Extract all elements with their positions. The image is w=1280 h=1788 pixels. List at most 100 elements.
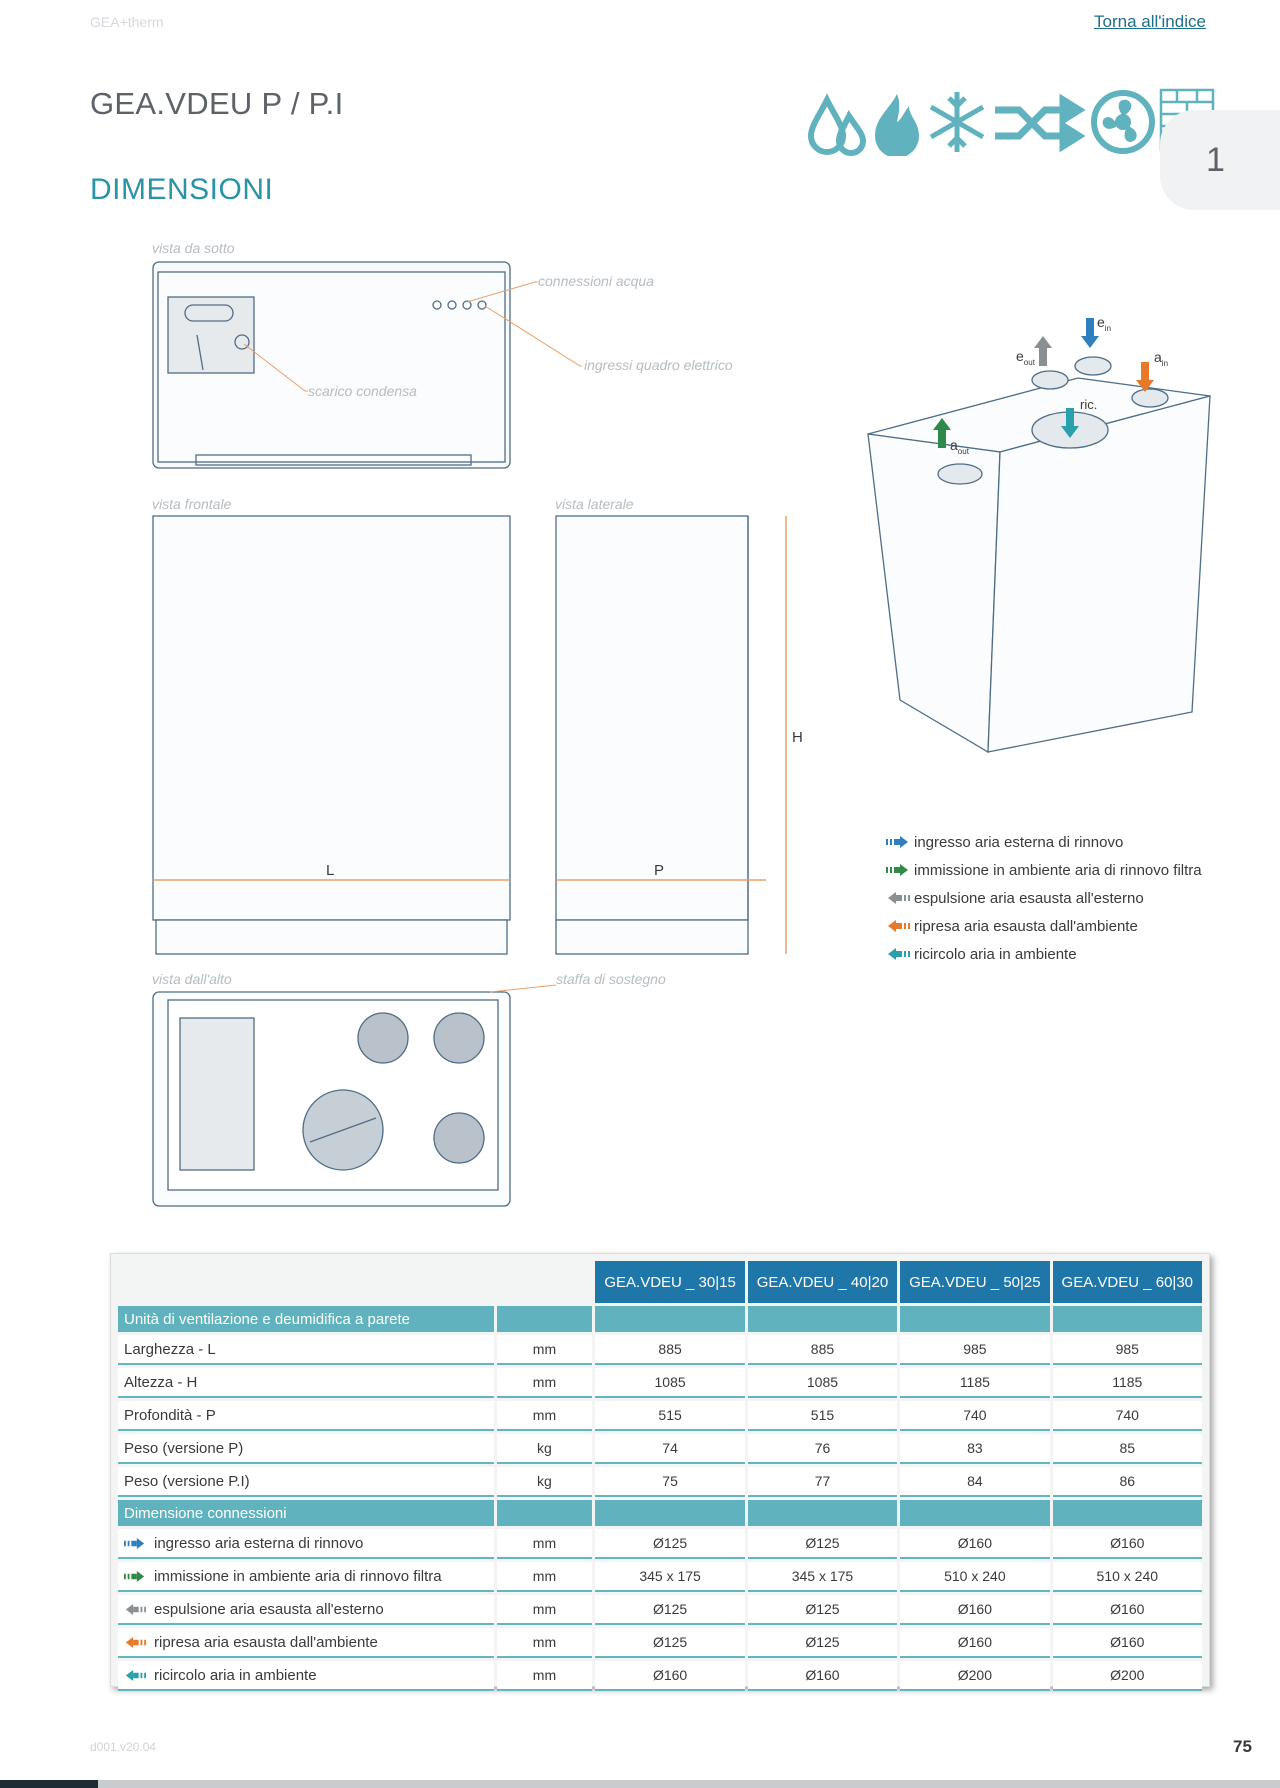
cell-value: 1085 (747, 1368, 898, 1398)
chapter-number: 1 (1206, 141, 1225, 179)
cell-value: 515 (747, 1401, 898, 1431)
cell-value: 1185 (900, 1368, 1050, 1398)
row-unit: mm (496, 1529, 593, 1559)
legend-item: ingresso aria esterna di rinnovo (886, 828, 1202, 856)
row-label: Peso (versione P) (124, 1439, 244, 1457)
row-label: Profondità - P (124, 1406, 216, 1424)
airflow-arrow-icon (125, 1670, 146, 1682)
cell-value: 510 x 240 (900, 1562, 1050, 1592)
cell-value: Ø160 (900, 1628, 1050, 1658)
cell-value: 86 (1052, 1467, 1202, 1497)
cell-value: 1185 (1052, 1368, 1202, 1398)
fan-icon (1091, 90, 1155, 154)
shuffle-arrows-icon (995, 93, 1086, 153)
caption-top-view: vista dall'alto (152, 971, 232, 987)
callout-condensate-drain: scarico condensa (308, 383, 417, 399)
row-unit: mm (496, 1661, 593, 1691)
table-section-row: Unità di ventilazione e deumidifica a pa… (118, 1306, 1202, 1332)
chapter-tab[interactable] (1160, 110, 1280, 210)
row-unit: mm (496, 1401, 593, 1431)
legend-label: ingresso aria esterna di rinnovo (914, 833, 1124, 851)
cell-value: 885 (747, 1335, 898, 1365)
row-label: espulsione aria esausta all'esterno (154, 1600, 384, 1618)
width-label: L (326, 862, 334, 879)
document-code: d001.v20.04 (90, 1740, 157, 1754)
page-title: GEA.VDEU P / P.I (90, 86, 344, 121)
water-drops-icon (807, 93, 867, 156)
row-label: ripresa aria esausta dall'ambiente (154, 1633, 378, 1651)
cell-value: 84 (900, 1467, 1050, 1497)
column-header: GEA.VDEU _ 30|15 (595, 1261, 745, 1303)
row-label: ricircolo aria in ambiente (154, 1666, 317, 1684)
height-label: H (792, 729, 803, 746)
cell-value: 885 (595, 1335, 745, 1365)
table-row: immissione in ambiente aria di rinnovo f… (118, 1562, 1202, 1592)
cell-value: 985 (1052, 1335, 1202, 1365)
row-label: ingresso aria esterna di rinnovo (154, 1534, 364, 1552)
cell-value: Ø160 (595, 1661, 745, 1691)
row-label: immissione in ambiente aria di rinnovo f… (154, 1567, 442, 1585)
section-label: Dimensione connessioni (118, 1500, 494, 1526)
cell-value: Ø125 (747, 1628, 898, 1658)
cell-value: Ø125 (595, 1628, 745, 1658)
cell-value: 1085 (595, 1368, 745, 1398)
legend-item: immissione in ambiente aria di rinnovo f… (886, 856, 1202, 884)
table-section-row: Dimensione connessioni (118, 1500, 1202, 1526)
label-ric: ric. (1080, 397, 1097, 412)
row-label: Larghezza - L (124, 1340, 216, 1358)
cell-value: 77 (747, 1467, 898, 1497)
cell-value: 515 (595, 1401, 745, 1431)
label-a-out: aout (950, 437, 970, 456)
row-unit: kg (496, 1434, 593, 1464)
airflow-arrow-icon (888, 948, 910, 960)
cell-value: Ø160 (1052, 1529, 1202, 1559)
depth-label: P (654, 862, 664, 879)
cell-value: Ø160 (900, 1529, 1050, 1559)
airflow-arrow-icon (886, 836, 908, 848)
airflow-arrow-icon (125, 1604, 146, 1616)
bracket-callout-line (489, 984, 557, 993)
top-view-drawing (152, 991, 511, 1207)
cell-value: Ø125 (747, 1529, 898, 1559)
column-header: GEA.VDEU _ 50|25 (900, 1261, 1050, 1303)
page-number: 75 (1233, 1737, 1252, 1756)
row-unit: mm (496, 1595, 593, 1625)
column-header: GEA.VDEU _ 40|20 (747, 1261, 898, 1303)
airflow-arrow-icon (888, 920, 910, 932)
cell-value: 740 (1052, 1401, 1202, 1431)
back-to-index-link[interactable]: Torna all'indice (1094, 12, 1206, 31)
cell-value: 85 (1052, 1434, 1202, 1464)
legend-label: espulsione aria esausta all'esterno (914, 889, 1144, 907)
callout-water-connections: connessioni acqua (538, 273, 654, 289)
airflow-arrow-icon (124, 1538, 145, 1550)
section-title: DIMENSIONI (90, 173, 274, 206)
feature-icons (807, 88, 1215, 156)
caption-bottom-view: vista da sotto (152, 240, 235, 256)
cell-value: Ø125 (595, 1529, 745, 1559)
row-label: Altezza - H (124, 1373, 198, 1391)
cell-value: Ø200 (900, 1661, 1050, 1691)
row-unit: mm (496, 1628, 593, 1658)
cell-value: 74 (595, 1434, 745, 1464)
callout-support-bracket: staffa di sostegno (556, 971, 666, 987)
side-view-drawing (555, 515, 749, 955)
cell-value: 83 (900, 1434, 1050, 1464)
airflow-arrow-icon (124, 1571, 145, 1583)
label-e-in: ein (1097, 314, 1111, 333)
callout-electrical-inputs: ingressi quadro elettrico (584, 357, 733, 373)
footer-bar (0, 1780, 1280, 1788)
cell-value: 345 x 175 (595, 1562, 745, 1592)
cell-value: Ø125 (747, 1595, 898, 1625)
airflow-arrow-icon (886, 864, 908, 876)
cell-value: 76 (747, 1434, 898, 1464)
airflow-arrow-icon (888, 892, 910, 904)
row-unit: mm (496, 1335, 593, 1365)
cell-value: 985 (900, 1335, 1050, 1365)
legend-label: ricircolo aria in ambiente (914, 945, 1077, 963)
cell-value: Ø160 (1052, 1628, 1202, 1658)
row-label: Peso (versione P.I) (124, 1472, 250, 1490)
